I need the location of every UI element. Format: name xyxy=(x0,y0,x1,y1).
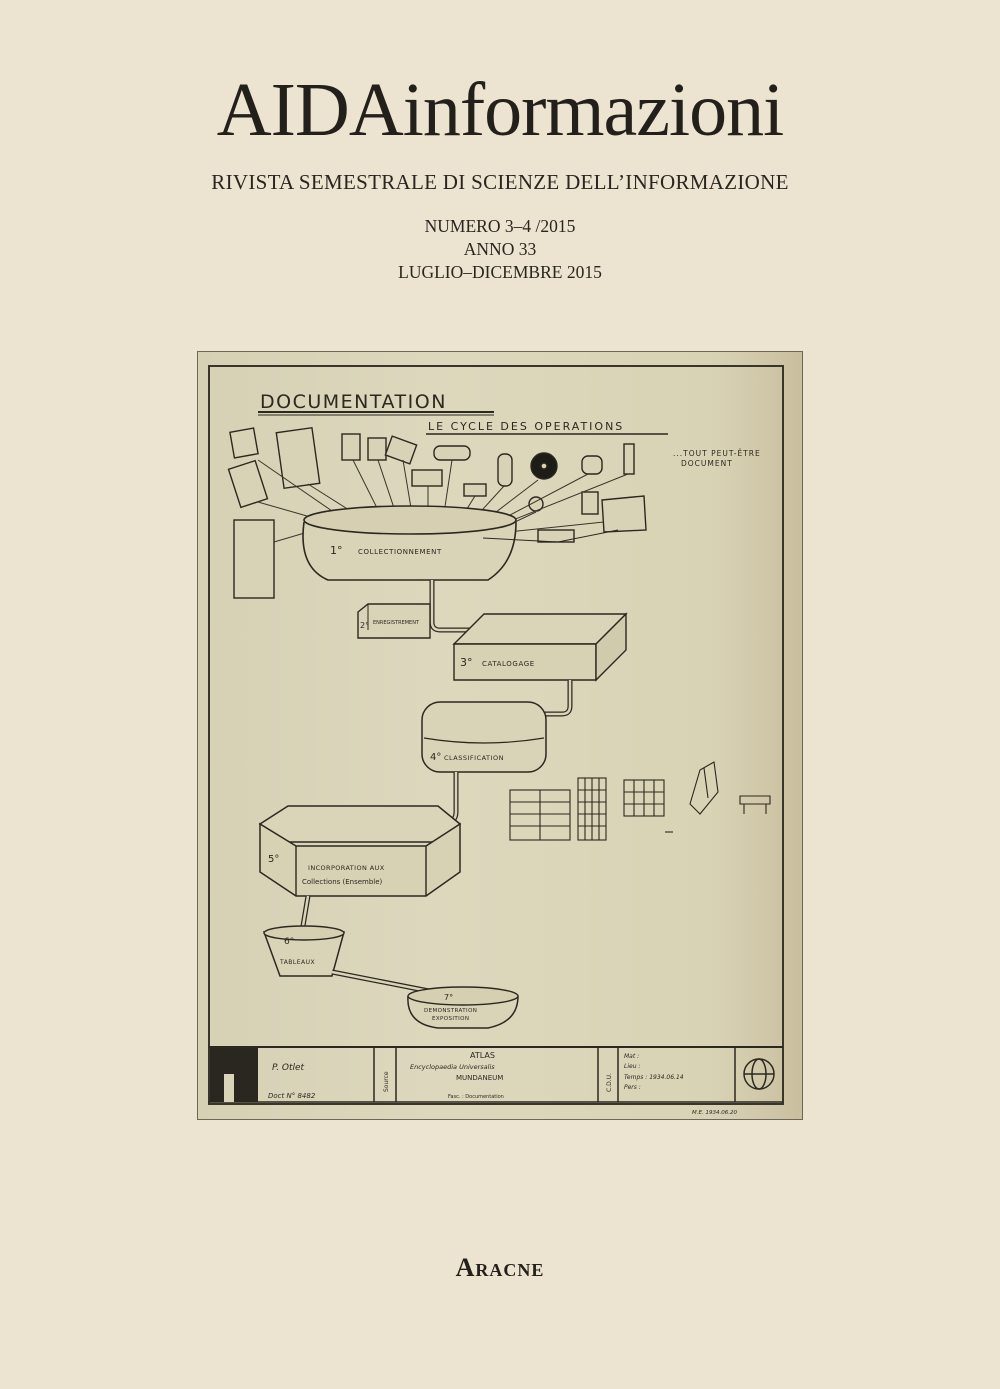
svg-text:Collections (Ensemble): Collections (Ensemble) xyxy=(302,878,383,886)
svg-text:DEMONSTRATION: DEMONSTRATION xyxy=(424,1008,477,1014)
svg-text:Pers :: Pers : xyxy=(624,1084,641,1091)
svg-text:4°: 4° xyxy=(430,752,441,763)
journal-subtitle: RIVISTA SEMESTRALE DI SCIENZE DELL’INFOR… xyxy=(211,170,789,194)
svg-text:Mat :: Mat : xyxy=(624,1053,639,1060)
stage-3-catalogage: 3° CATALOGAGE xyxy=(452,612,628,682)
stage-4-classification: 4° CLASSIFICATION xyxy=(421,701,547,773)
stage-6-tableaux: 6° TABLEAUX xyxy=(262,925,345,977)
svg-text:CLASSIFICATION: CLASSIFICATION xyxy=(444,754,504,762)
source-objects xyxy=(227,426,647,599)
documentation-cycle-drawing: DOCUMENTATION LE CYCLE DES OPERATIONS ..… xyxy=(208,365,784,1116)
journal-title: AIDAinformazioni xyxy=(216,68,785,152)
storage-furniture-sketches xyxy=(509,761,771,841)
svg-text:DOCUMENT: DOCUMENT xyxy=(681,459,733,468)
svg-text:Doct N° 8482: Doct N° 8482 xyxy=(268,1092,316,1100)
drawing-frame xyxy=(208,365,784,1105)
svg-text:Temps : 1934.06.14: Temps : 1934.06.14 xyxy=(624,1074,684,1081)
drawing-subheading: LE CYCLE DES OPERATIONS xyxy=(428,420,624,433)
svg-text:7°: 7° xyxy=(444,993,453,1002)
publisher-name: Aracne xyxy=(455,1253,545,1282)
svg-text:Lieu :: Lieu : xyxy=(624,1063,640,1070)
svg-text:ATLAS: ATLAS xyxy=(470,1051,495,1060)
svg-text:3°: 3° xyxy=(460,656,473,669)
svg-text:M.E. 1934.06.20: M.E. 1934.06.20 xyxy=(692,1110,737,1116)
svg-text:COLLECTIONNEMENT: COLLECTIONNEMENT xyxy=(358,548,442,556)
svg-text:MUNDANEUM: MUNDANEUM xyxy=(456,1074,503,1082)
svg-text:6°: 6° xyxy=(284,937,294,947)
svg-text:5°: 5° xyxy=(268,854,279,865)
drawing-title-block: P. Otlet Doct N° 8482 Source ATLAS Encyc… xyxy=(209,1046,783,1116)
issue-number: NUMERO 3–4 /2015 xyxy=(424,216,576,236)
stage-1-collectionnement: 1° COLLECTIONNEMENT xyxy=(302,505,619,581)
svg-text:2°: 2° xyxy=(360,621,369,630)
svg-text:1°: 1° xyxy=(330,544,343,557)
svg-text:TABLEAUX: TABLEAUX xyxy=(279,959,315,966)
cover-illustration: DOCUMENTATION LE CYCLE DES OPERATIONS ..… xyxy=(197,351,803,1120)
svg-text:Fasc. : Documentation: Fasc. : Documentation xyxy=(448,1094,504,1100)
svg-text:ENREGISTREMENT: ENREGISTREMENT xyxy=(373,620,420,626)
drawing-note: ...TOUT PEUT-ÊTRE xyxy=(673,449,761,458)
stage-2-enregistrement: 2° ENREGISTREMENT xyxy=(357,603,431,639)
svg-text:P. Otlet: P. Otlet xyxy=(272,1063,305,1073)
issue-year: ANNO 33 xyxy=(463,239,537,259)
stage-7-demonstration: 7° DEMONSTRATION EXPOSITION xyxy=(407,986,519,1029)
stage-5-incorporation: 5° INCORPORATION AUX Collections (Ensemb… xyxy=(258,805,462,897)
drawing-heading: DOCUMENTATION xyxy=(260,391,447,413)
issue-info: NUMERO 3–4 /2015 ANNO 33 LUGLIO–DICEMBRE… xyxy=(0,215,1000,284)
svg-text:CATALOGAGE: CATALOGAGE xyxy=(482,660,535,668)
issue-period: LUGLIO–DICEMBRE 2015 xyxy=(398,262,602,282)
globe-icon xyxy=(743,1058,775,1090)
svg-text:EXPOSITION: EXPOSITION xyxy=(432,1016,469,1022)
svg-text:INCORPORATION AUX: INCORPORATION AUX xyxy=(308,864,385,872)
svg-text:Source: Source xyxy=(383,1071,390,1092)
svg-text:Encyclopaedia Universalis: Encyclopaedia Universalis xyxy=(410,1063,495,1071)
svg-text:C.D.U.: C.D.U. xyxy=(606,1073,613,1092)
